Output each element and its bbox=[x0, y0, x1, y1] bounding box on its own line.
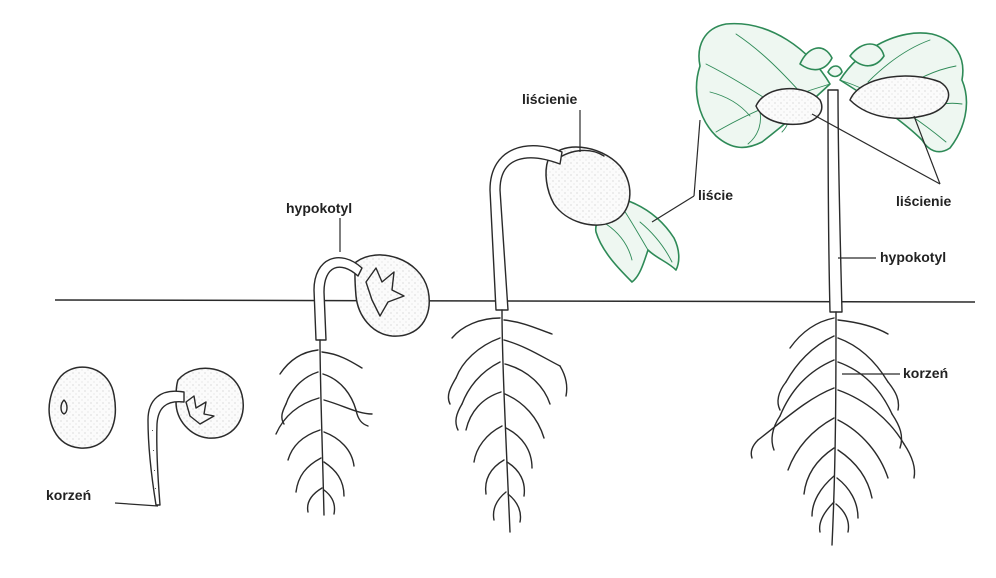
stage-1-seed bbox=[49, 367, 115, 448]
liscie-leader-line-1 bbox=[652, 196, 694, 222]
label-liscienie-1: liścienie bbox=[522, 91, 577, 107]
liscie-leader-line-2 bbox=[694, 120, 700, 196]
korzen-leader-line-1 bbox=[115, 503, 158, 506]
stage-3-seedling bbox=[276, 255, 429, 515]
label-korzen-1: korzeń bbox=[46, 487, 91, 503]
label-hypokotyl-1: hypokotyl bbox=[286, 200, 352, 216]
label-liscienie-2: liścienie bbox=[896, 193, 951, 209]
label-korzen-2: korzeń bbox=[903, 365, 948, 381]
stage-4-seedling bbox=[448, 146, 678, 532]
stage-5-seedling bbox=[697, 24, 967, 545]
label-hypokotyl-2: hypokotyl bbox=[880, 249, 946, 265]
stage-2-germinating-seed bbox=[148, 368, 243, 505]
label-liscie-1: liście bbox=[698, 187, 733, 203]
